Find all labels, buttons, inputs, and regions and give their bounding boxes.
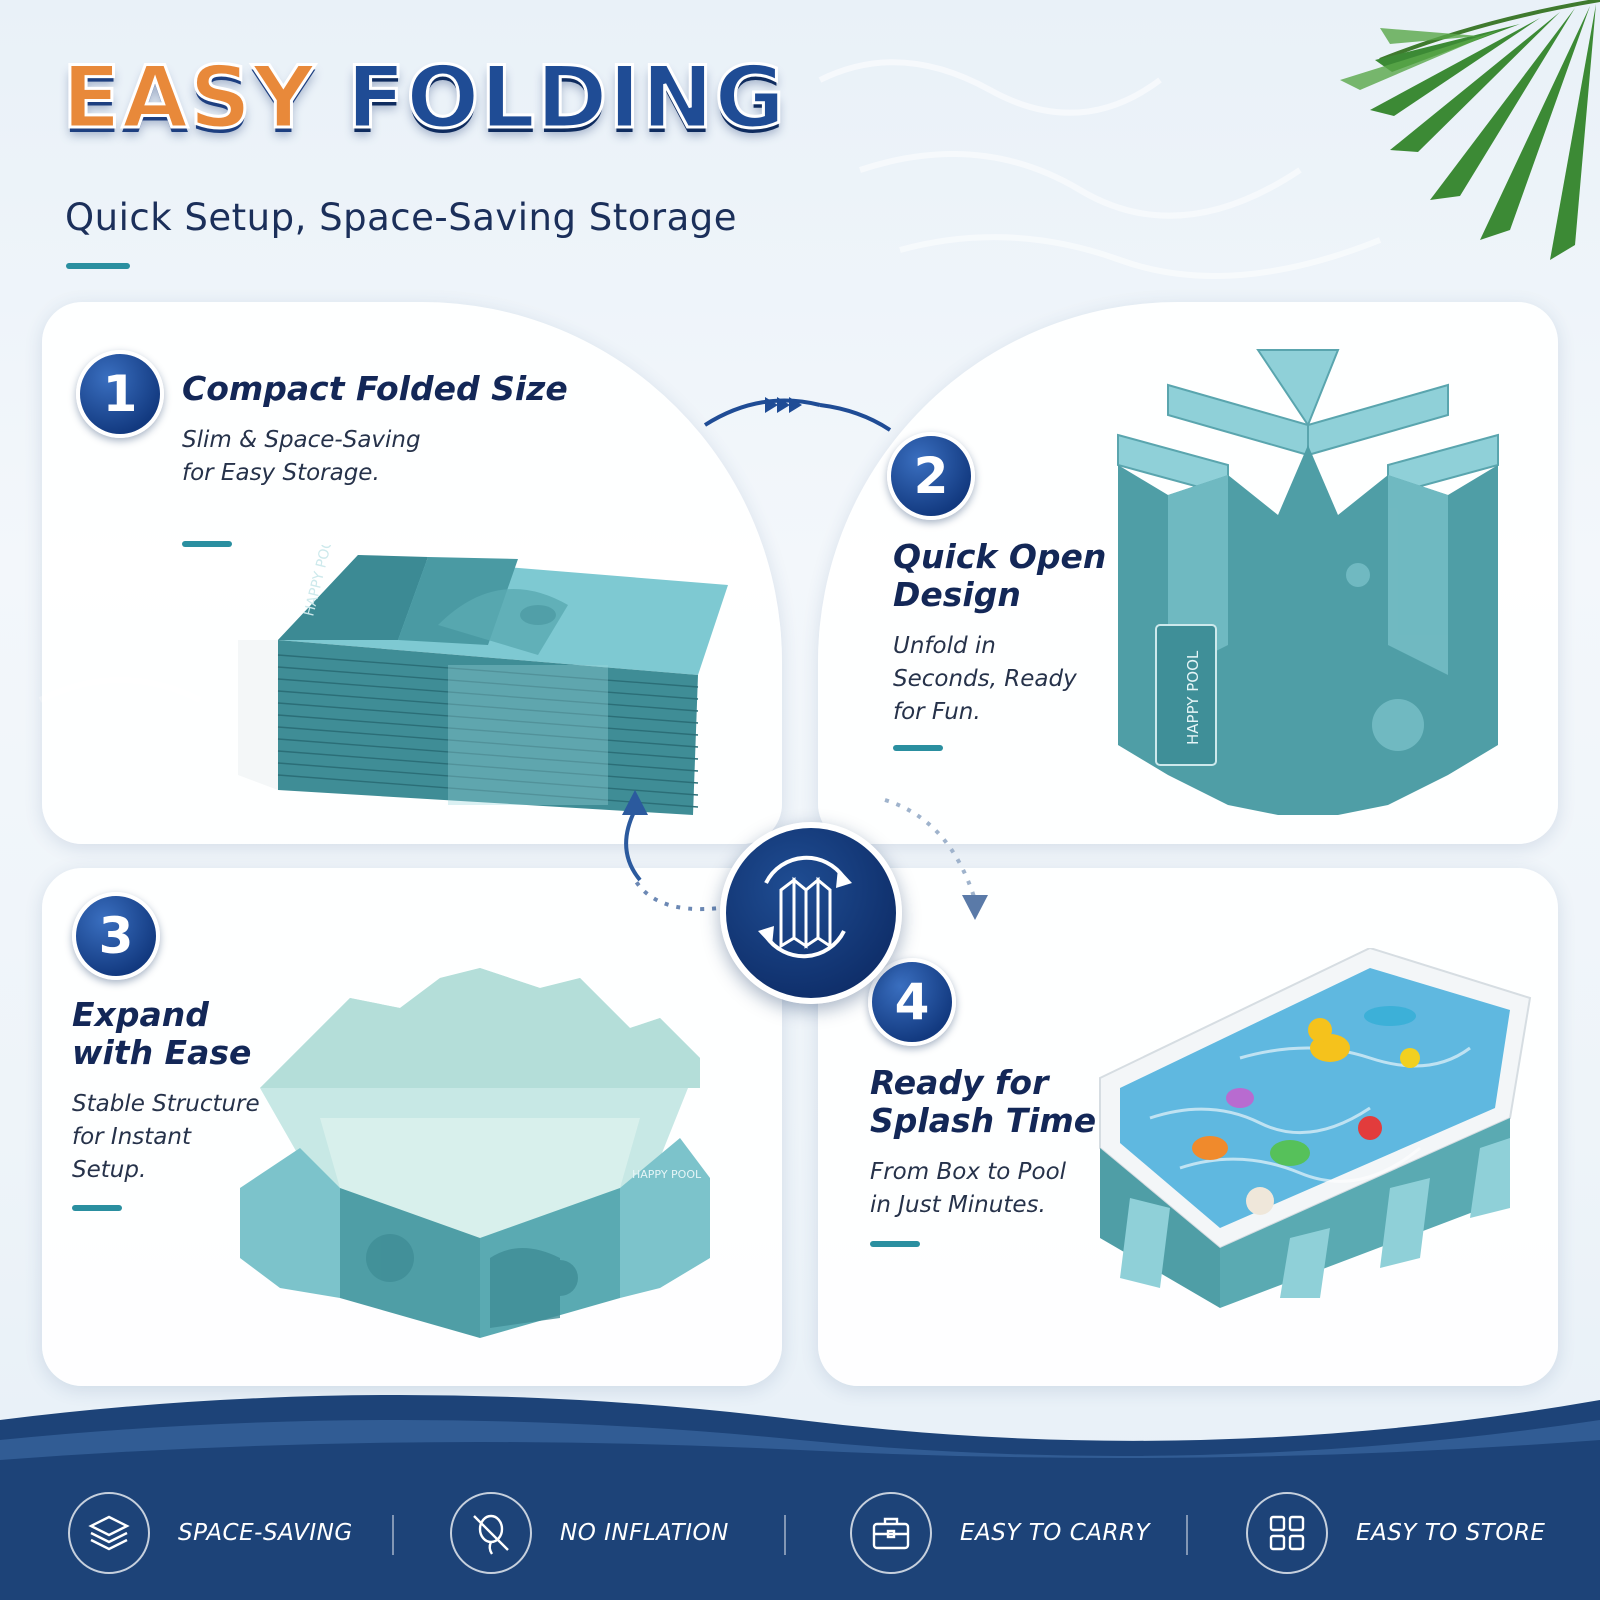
step-2-number: 2 <box>887 432 975 520</box>
step-1-number: 1 <box>76 350 164 438</box>
filled-pool-illustration <box>1099 948 1532 1308</box>
palm-leaf-decoration <box>1340 0 1600 260</box>
arrow-2-to-4 <box>884 798 977 901</box>
step-2-desc: Unfold in Seconds, Ready for Fun. <box>893 630 1077 729</box>
step-1-accent-bar <box>182 541 232 547</box>
step-4-accent-bar <box>870 1241 920 1247</box>
feature-label: EASY TO STORE <box>1356 1520 1546 1546</box>
headline-folding: FOLDING <box>345 48 787 148</box>
step-1-title: Compact Folded Size <box>182 369 568 408</box>
grid-icon <box>1246 1492 1328 1574</box>
step-3-title-line: with Ease <box>72 1033 252 1072</box>
folding-cycle-icon <box>758 855 852 959</box>
folded-pool-stack-illustration: HAPPY POOL <box>238 545 728 815</box>
step-3-desc-line: Stable Structure <box>72 1091 260 1117</box>
unfolding-pool-illustration: HAPPY POOL <box>1117 349 1499 815</box>
feature-label: NO INFLATION <box>560 1520 729 1546</box>
step-3-accent-bar <box>72 1205 122 1211</box>
step-1-desc-line: for Easy Storage. <box>182 460 380 486</box>
step-2-accent-bar <box>893 745 943 751</box>
unfolding-pool-print: HAPPY POOL <box>1184 650 1202 745</box>
step-2-title: Quick Open Design <box>893 538 1106 614</box>
step-2-desc-line: Unfold in <box>893 633 996 659</box>
feature-label: EASY TO CARRY <box>960 1520 1150 1546</box>
step-4-title-line: Splash Time <box>870 1101 1097 1140</box>
step-3-number: 3 <box>72 892 160 980</box>
step-2-desc-line: Seconds, Ready <box>893 666 1077 692</box>
step-3-title-line: Expand <box>72 995 209 1034</box>
feature-no-inflation: NO INFLATION <box>450 1492 729 1574</box>
step-2-title-line: Design <box>893 575 1021 614</box>
step-1-desc: Slim & Space-Saving for Easy Storage. <box>182 424 421 490</box>
step-3-desc: Stable Structure for Instant Setup. <box>72 1088 260 1187</box>
step-3-desc-line: for Instant <box>72 1124 191 1150</box>
expanded-pool-print: HAPPY POOL <box>632 1168 702 1181</box>
step-3-title: Expand with Ease <box>72 996 251 1072</box>
briefcase-icon <box>850 1492 932 1574</box>
step-4-desc: From Box to Pool in Just Minutes. <box>870 1156 1066 1222</box>
feature-space-saving: SPACE-SAVING <box>68 1492 353 1574</box>
step-2-desc-line: for Fun. <box>893 699 981 725</box>
step-3-desc-line: Setup. <box>72 1157 147 1183</box>
feature-easy-to-store: EASY TO STORE <box>1246 1492 1546 1574</box>
layers-icon <box>68 1492 150 1574</box>
step-2-title-line: Quick Open <box>893 537 1107 576</box>
step-4-desc-line: in Just Minutes. <box>870 1192 1046 1218</box>
no-balloon-icon <box>450 1492 532 1574</box>
unfold-cycle-badge <box>720 822 902 1004</box>
headline-easy: EASY <box>61 48 317 148</box>
flow-arrows <box>622 397 988 920</box>
headline: EASY FOLDING <box>61 54 787 143</box>
expanded-pool-illustration: HAPPY POOL <box>240 968 710 1338</box>
subtitle: Quick Setup, Space-Saving Storage <box>65 196 738 239</box>
step-4-title-line: Ready for <box>870 1063 1049 1102</box>
feature-easy-to-carry: EASY TO CARRY <box>850 1492 1150 1574</box>
step-4-title: Ready for Splash Time <box>870 1064 1096 1140</box>
feature-label: SPACE-SAVING <box>178 1520 353 1546</box>
arrow-1-to-2 <box>703 398 821 427</box>
subtitle-accent-bar <box>66 263 130 269</box>
feature-divider <box>392 1515 394 1555</box>
footer-band <box>0 1395 1600 1600</box>
step-4-number: 4 <box>868 958 956 1046</box>
step-4-desc-line: From Box to Pool <box>870 1159 1067 1185</box>
feature-divider <box>784 1515 786 1555</box>
step-1-desc-line: Slim & Space-Saving <box>182 427 421 453</box>
feature-divider <box>1186 1515 1188 1555</box>
